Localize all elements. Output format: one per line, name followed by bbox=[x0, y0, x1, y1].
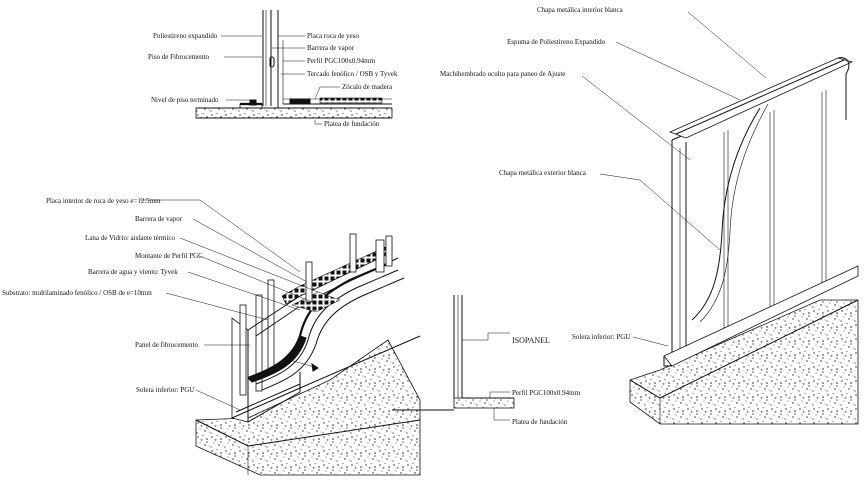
label-polystyrene: Poliestireno expandido bbox=[153, 32, 218, 40]
label-foundation-section: Platea de fundación bbox=[512, 418, 568, 426]
label-solera-iso: Solera inferior: PGU bbox=[136, 386, 194, 394]
label-phenolic-board: Tercado fenólico / OSB y Tyvek bbox=[307, 70, 398, 78]
label-fiber-cement-floor: Piso de Fibrocemento bbox=[148, 53, 210, 61]
label-gypsum-plate: Placa roca de yeso bbox=[307, 32, 359, 40]
label-profile-top: Perfil PGC100x0.94mm bbox=[307, 57, 376, 65]
label-substrate: Substrato: multilaminado fenólico / OSB … bbox=[2, 289, 152, 297]
label-hidden-joint: Machihembrado oculto para paneo de Ajust… bbox=[440, 70, 565, 78]
label-baseboard: Zócalo de madera bbox=[342, 83, 393, 91]
label-pgc-mount: Montante de Perfil PGC bbox=[135, 252, 203, 260]
label-floor-level: Nivel de piso terminado bbox=[151, 96, 219, 104]
detail-sandwich-panel bbox=[581, 11, 859, 425]
label-steel-outer: Chapa metálica exterior blanca bbox=[499, 169, 587, 177]
detail-isometric-wall bbox=[140, 199, 421, 476]
label-interior-plate: Placa interior de roca de yeso e=12.5mm bbox=[46, 197, 161, 205]
label-foundation-top: Platea de fundación bbox=[324, 120, 380, 128]
label-vapor-barrier-top: Barrera de vapor bbox=[307, 44, 355, 52]
label-solera-panel: Solera inferior: PGU bbox=[572, 333, 630, 341]
label-profile-section: Perfil PGC100x0.94mm bbox=[512, 389, 581, 397]
detail-floor-junction bbox=[195, 10, 393, 125]
label-water-barrier: Barrera de agua y viento: Tyvek bbox=[88, 268, 178, 276]
label-steel-inner: Chapa metálica interior blanca bbox=[537, 6, 624, 14]
label-vapor-barrier-iso: Barrera de vapor bbox=[135, 215, 183, 223]
label-glass-wool: Lana de Vidrio: aislante térmico bbox=[85, 234, 176, 242]
detail-isopanel-section bbox=[392, 295, 515, 421]
label-isopanel: ISOPANEL bbox=[512, 336, 550, 345]
label-foam: Espuma de Poliestireno Expandido bbox=[507, 38, 606, 46]
label-fiber-panel: Panel de fibrocemento bbox=[135, 341, 198, 349]
